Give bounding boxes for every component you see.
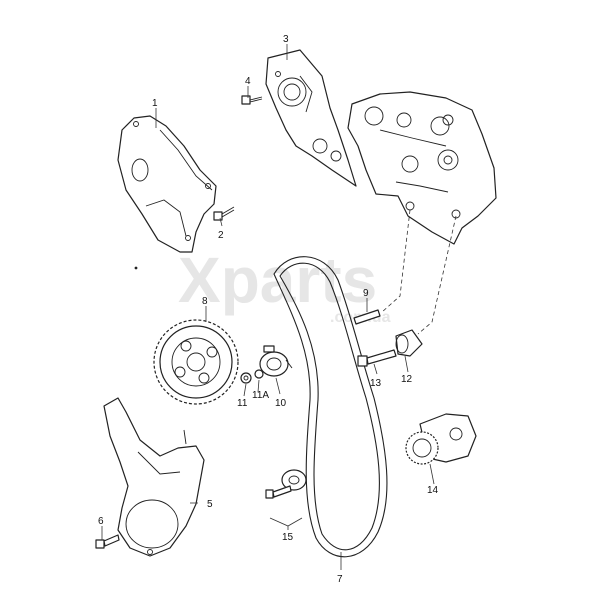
- callout-14: 14: [427, 485, 439, 496]
- part-12-idler-roller: [395, 329, 423, 357]
- callout-labels: 1 2 3 4 5 6 7 8 9 10 11 11A 12 13 14 15: [98, 34, 439, 585]
- callout-4: 4: [245, 76, 251, 87]
- part-2-bolt: [213, 206, 235, 221]
- part-15-idler-pulley: [265, 469, 307, 499]
- callout-3: 3: [283, 34, 289, 45]
- callout-13: 13: [370, 378, 382, 389]
- part-8-camshaft-sprocket: [153, 319, 239, 405]
- part-11-nut: [240, 372, 252, 384]
- callout-6: 6: [98, 516, 104, 527]
- callout-8: 8: [202, 296, 208, 307]
- callout-11: 11: [237, 398, 248, 409]
- callout-10: 10: [275, 398, 287, 409]
- callout-1: 1: [152, 98, 158, 109]
- callout-11a: 11A: [252, 390, 269, 401]
- part-11a-washer: [254, 369, 264, 379]
- part-4-bolt: [241, 95, 263, 105]
- part-1-upper-timing-cover: [117, 115, 217, 253]
- part-14-water-pump: [405, 413, 477, 465]
- part-3-rear-cover-plate: [265, 49, 357, 187]
- part-5-lower-timing-cover: [103, 397, 205, 557]
- callout-15: 15: [282, 532, 294, 543]
- part-7-timing-belt: [273, 256, 388, 558]
- callout-5: 5: [207, 499, 213, 510]
- part-6-bolt: [95, 534, 120, 549]
- engine-block: [347, 91, 497, 245]
- leader-lines: [101, 44, 435, 570]
- callout-9: 9: [363, 288, 369, 299]
- part-10-tensioner: [259, 345, 293, 377]
- callout-12: 12: [401, 374, 413, 385]
- stray-dot: [134, 266, 138, 270]
- part-9-stud-bolt: [353, 309, 381, 325]
- alignment-lines: [381, 209, 457, 335]
- callout-2: 2: [218, 230, 224, 241]
- watermark-brand: Xparts: [178, 244, 377, 316]
- part-13-bolt: [357, 349, 397, 367]
- callout-7: 7: [337, 574, 343, 585]
